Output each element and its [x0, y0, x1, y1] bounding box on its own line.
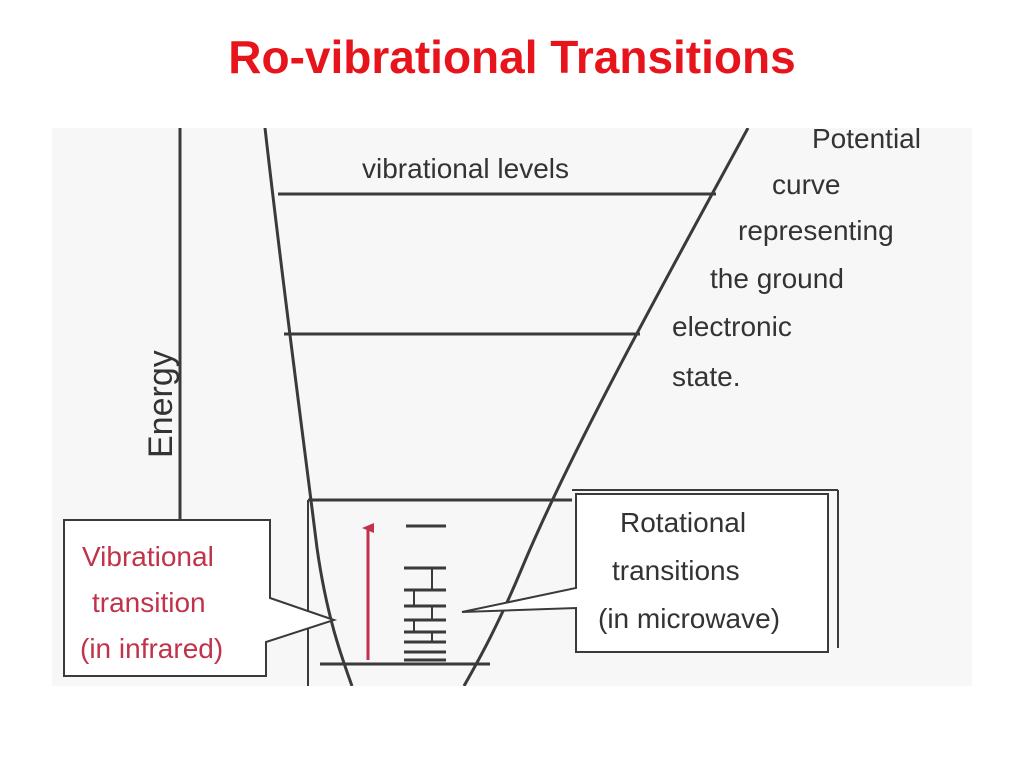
- slide-title: Ro-vibrational Transitions: [228, 31, 796, 83]
- potential-curve-label-line-5: electronic: [672, 311, 792, 342]
- rotational-transitions-label-line-1: Rotational: [620, 507, 746, 538]
- rotational-level-stack: [404, 524, 446, 662]
- potential-curve-label-line-3: representing: [738, 215, 894, 246]
- potential-curve-label-line-2: curve: [772, 169, 840, 200]
- rotational-transitions-label-line-3: (in microwave): [598, 603, 780, 634]
- potential-curve-label-line-4: the ground: [710, 263, 844, 294]
- vibrational-transition-callout: [63, 519, 338, 677]
- rotational-transitions-label-line-2: transitions: [612, 555, 740, 586]
- energy-axis-label: Energy: [142, 350, 180, 458]
- diagram-svg: Energy vibrational levels Potential curv…: [52, 128, 972, 686]
- vibrational-transition-label-line-3: (in infrared): [80, 633, 223, 664]
- vibrational-transition-label-line-2: transition: [92, 587, 206, 618]
- energy-level-diagram: Energy vibrational levels Potential curv…: [52, 128, 972, 686]
- potential-curve-label-line-6: state.: [672, 361, 740, 392]
- potential-curve-right-wall: [462, 128, 750, 686]
- vibrational-levels-label: vibrational levels: [362, 153, 569, 184]
- potential-curve-label-line-1: Potential: [812, 128, 921, 154]
- vibrational-transition-label-line-1: Vibrational: [82, 541, 214, 572]
- potential-curve-left-wall: [263, 128, 354, 686]
- rotational-transitions-callout: [461, 493, 829, 653]
